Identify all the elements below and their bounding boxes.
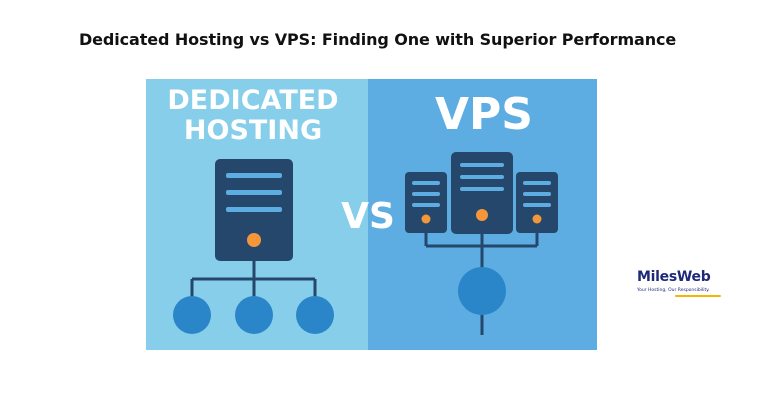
vps-connector-icon [424, 233, 539, 335]
dedicated-server-icon [215, 159, 293, 261]
dedicated-heading-line1: DEDICATED [167, 85, 338, 116]
page-title: Dedicated Hosting vs VPS: Finding One wi… [79, 30, 677, 49]
vps-node-icon [458, 267, 506, 315]
vps-server-center-icon [451, 152, 513, 234]
dedicated-connector-icon [190, 261, 317, 297]
dedicated-node-icon [296, 296, 334, 334]
vs-label: VS [341, 196, 395, 237]
vps-heading: VPS [435, 89, 533, 140]
brand-name: MilesWeb [637, 269, 711, 285]
vps-server-left-icon [405, 172, 447, 233]
mileswebs-logo: MilesWeb Your Hosting, Our Responsibilit… [637, 269, 727, 303]
dedicated-node-icon [173, 296, 211, 334]
brand-tagline: Your Hosting, Our Responsibility. [637, 288, 710, 293]
dedicated-heading-line2: HOSTING [184, 115, 322, 146]
brand-underline [675, 295, 721, 297]
hosting-comparison-illustration: DEDICATED HOSTING VPS VS [146, 79, 597, 350]
vps-server-right-icon [516, 172, 558, 233]
dedicated-node-icon [235, 296, 273, 334]
